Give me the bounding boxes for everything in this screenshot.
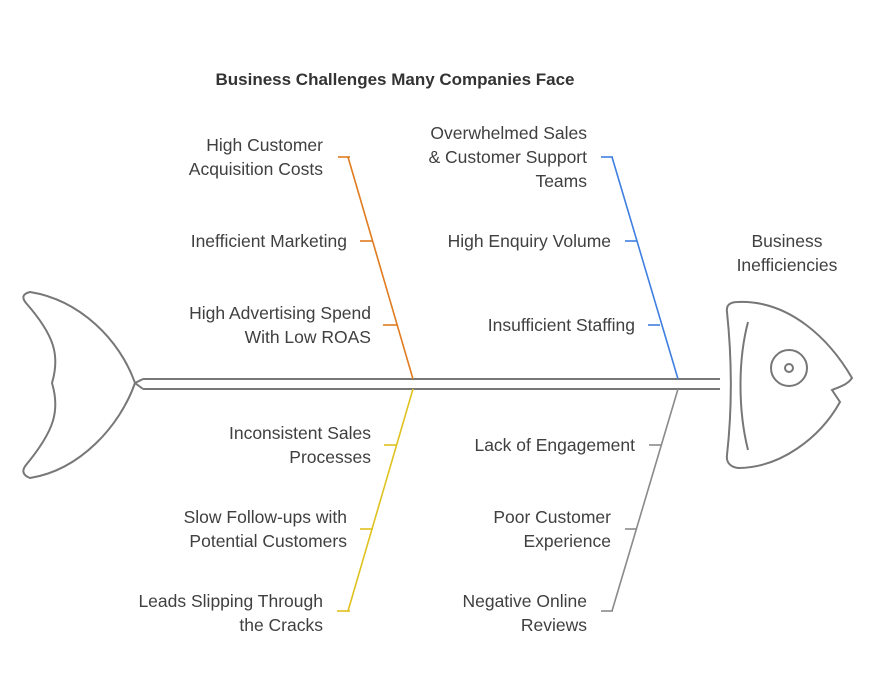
bone-marketing <box>338 156 414 380</box>
fish-tail <box>22 290 137 480</box>
cause-negative-online-reviews: Negative Online Reviews <box>462 591 587 635</box>
cause-high-enquiry-volume: High Enquiry Volume <box>447 231 611 251</box>
bone-experience <box>601 388 679 612</box>
fish-head <box>725 300 854 470</box>
bone-sales <box>337 388 414 612</box>
cause-lack-of-engagement: Lack of Engagement <box>474 435 635 455</box>
cause-slow-follow-ups: Slow Follow-ups with Potential Customers <box>183 507 347 551</box>
diagram-title: Business Challenges Many Companies Face <box>215 70 575 89</box>
fish-eye <box>770 349 808 387</box>
fish-gill <box>739 321 749 451</box>
cause-high-advertising-spend: High Advertising Spend With Low ROAS <box>189 303 371 347</box>
cause-poor-customer-experience: Poor Customer Experience <box>493 507 611 551</box>
cause-overwhelmed-teams: Overwhelmed Sales & Customer Support Tea… <box>428 123 587 191</box>
cause-leads-slipping: Leads Slipping Through the Cracks <box>138 591 323 635</box>
bone-support <box>601 156 679 380</box>
cause-inconsistent-sales-processes: Inconsistent Sales Processes <box>228 423 371 467</box>
effect-label: Business Inefficiencies <box>736 231 838 275</box>
cause-high-customer-acquisition-costs: High Customer Acquisition Costs <box>188 135 323 179</box>
cause-insufficient-staffing: Insufficient Staffing <box>487 315 635 335</box>
cause-inefficient-marketing: Inefficient Marketing <box>190 231 347 251</box>
